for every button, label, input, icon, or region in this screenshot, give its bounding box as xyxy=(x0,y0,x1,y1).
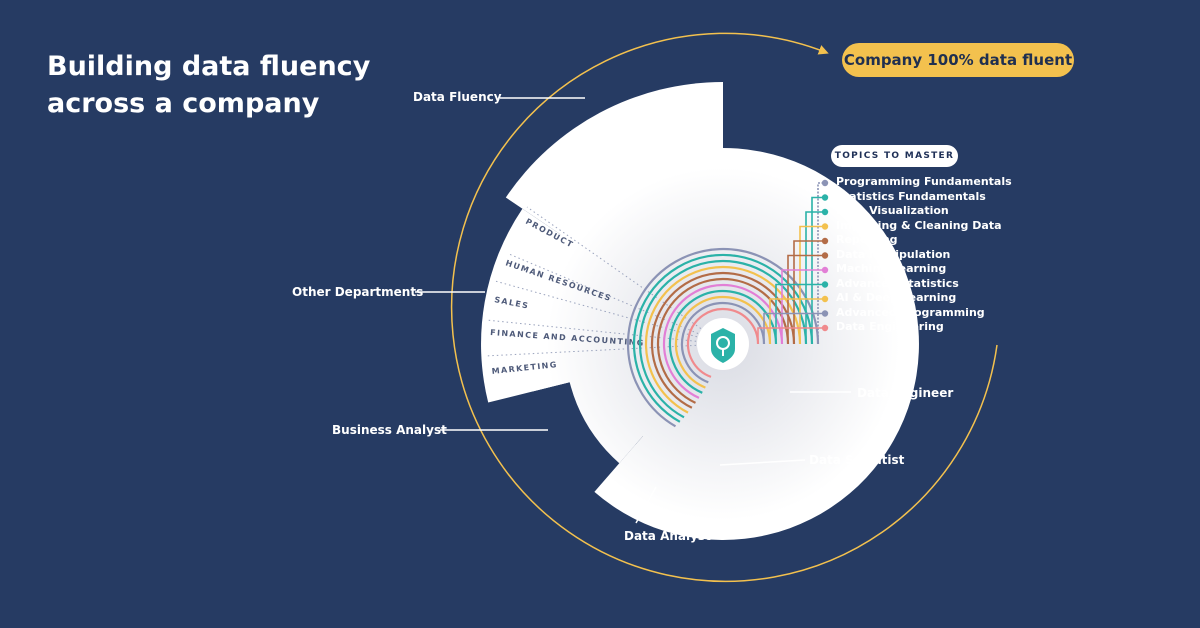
topic-dot xyxy=(821,281,829,288)
topic-ring xyxy=(638,260,808,419)
topic-connectors xyxy=(757,179,829,344)
topics-to-master-header: TOPICS TO MASTER xyxy=(831,145,958,167)
role-label-data-engineer: Data Engineer xyxy=(857,386,954,400)
topic-ring xyxy=(656,277,790,404)
topic-dot xyxy=(821,310,829,317)
topic-label: Importing & Cleaning Data xyxy=(836,218,1002,232)
role-label-other-departments: Other Departments xyxy=(292,285,424,299)
brain-shield-icon xyxy=(697,318,749,370)
role-label-data-scientist: Data Scientist xyxy=(809,453,905,467)
topic-ring xyxy=(674,295,772,389)
topic-label: Data Visualization xyxy=(836,204,949,217)
role-label-data-analyst: Data Analyst xyxy=(624,529,711,543)
department-dividers xyxy=(484,206,724,357)
topic-connector-line xyxy=(769,298,825,344)
topic-connector-line xyxy=(793,240,825,344)
topic-dot xyxy=(821,194,829,201)
topic-ring xyxy=(650,271,796,409)
topic-connector-line xyxy=(775,283,825,344)
topic-dot xyxy=(821,324,829,332)
topic-label: Reporting xyxy=(836,233,898,246)
role-leader-lines xyxy=(415,97,851,524)
topic-connector-line xyxy=(763,312,825,344)
topic-dot xyxy=(821,266,829,274)
topic-label: Machine Learning xyxy=(836,262,947,275)
topic-dot xyxy=(821,237,829,245)
topic-ring xyxy=(668,289,778,394)
topic-ring xyxy=(644,265,802,414)
topic-dot xyxy=(821,295,829,303)
topic-label: Advanced Programming xyxy=(836,305,985,319)
topic-label: Programming Fundamentals xyxy=(836,175,1012,188)
topic-label: Data Manipulation xyxy=(836,247,951,261)
topic-label: Data Engineering xyxy=(836,320,944,333)
topic-connector-line xyxy=(757,327,825,344)
role-label-business-analyst: Business Analyst xyxy=(332,423,447,437)
topic-connector-line xyxy=(805,211,825,344)
topic-ring xyxy=(686,307,760,378)
topic-dot xyxy=(821,223,829,230)
topic-connector-line xyxy=(811,196,825,344)
company-progress-arc xyxy=(450,32,998,583)
topic-connector-line xyxy=(799,225,825,344)
topic-connector-line xyxy=(787,254,825,344)
topic-dot xyxy=(821,208,829,216)
topic-label: Statistics Fundamentals xyxy=(836,189,986,203)
topic-dot xyxy=(821,252,829,259)
company-fluent-badge: Company 100% data fluent xyxy=(842,43,1074,77)
topic-label: AI & Deep Learning xyxy=(836,291,957,304)
role-label-data-fluency: Data Fluency xyxy=(413,90,502,104)
topic-label: Advanced Statistics xyxy=(836,276,959,290)
topic-connector-line xyxy=(781,269,825,344)
topic-dot xyxy=(821,179,829,187)
topic-ring xyxy=(680,301,766,384)
topic-ring xyxy=(626,247,820,428)
